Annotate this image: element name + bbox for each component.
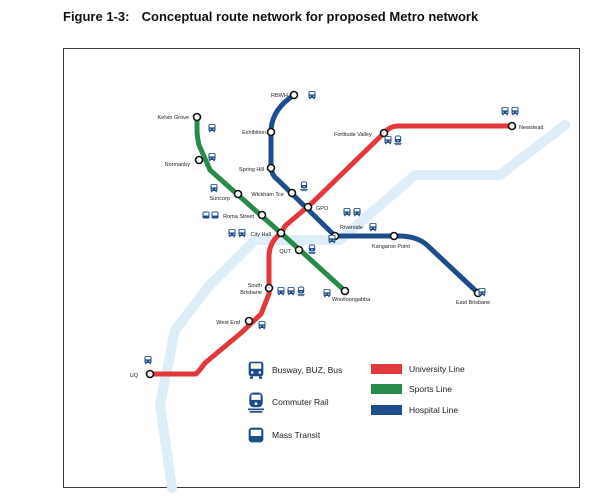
label-suncorp: Suncorp [210, 196, 231, 202]
station-spring-hill [266, 163, 276, 173]
label-south-brisbane-line2: Brisbane [240, 290, 262, 296]
label-normanby: Normanby [165, 162, 191, 168]
label-west-end: West End [216, 320, 240, 326]
station-west-end [244, 316, 254, 326]
bus-icon [353, 208, 361, 217]
station-city-hall [276, 228, 286, 238]
station-newstead [507, 121, 517, 131]
station-wickham-tce [287, 188, 297, 198]
rail-icon [307, 244, 317, 255]
bus-icon [287, 287, 295, 296]
university-line [147, 123, 515, 377]
legend-sports-swatch [371, 384, 402, 394]
label-kangaroo-point: Kangaroo Point [372, 244, 410, 250]
station-gpo [303, 202, 313, 212]
label-city-hall: City Hall [251, 232, 271, 238]
label-south-brisbane-line1: South [248, 283, 262, 289]
legend-bus-icon [248, 361, 264, 379]
legend-mass-transit-label: Mass Transit [272, 430, 321, 440]
legend-university-label: University Line [409, 364, 465, 374]
station-suncorp [233, 189, 243, 199]
bus-icon [308, 91, 316, 100]
bus-icon [144, 356, 152, 365]
sports-line [194, 114, 348, 294]
bus-icon [511, 107, 519, 116]
label-woolloongabba: Woolloongabba [332, 297, 371, 303]
label-east-brisbane: East Brisbane [456, 300, 490, 306]
label-exhibition: Exhibition [242, 130, 266, 136]
label-gpo: GPO [316, 206, 329, 212]
legend-lines: University Line Sports Line Hospital Lin… [371, 364, 465, 415]
bus-icon [369, 223, 377, 232]
bus-icon [277, 287, 285, 296]
label-rbwh: RBWH [271, 93, 288, 99]
station-qut [294, 245, 304, 255]
station-rbwh [289, 90, 299, 100]
hospital-line [268, 92, 481, 296]
legend-modes: Busway, BUZ, Bus Commuter Rail Mass Tran… [247, 361, 342, 443]
rail-icon [296, 286, 306, 297]
station-labels: RBWH Exhibition Kelvin Grove Normanby Sp… [130, 93, 544, 379]
legend-bus-label: Busway, BUZ, Bus [272, 365, 342, 375]
station-mode-icons [144, 91, 519, 365]
bus-icon [478, 288, 486, 297]
legend-university-swatch [371, 364, 402, 374]
station-fortitude-valley [379, 128, 389, 138]
legend-hospital-label: Hospital Line [409, 405, 458, 415]
station-exhibition [266, 127, 276, 137]
label-fortitude-valley: Fortitude Valley [334, 132, 372, 138]
rail-icon [393, 135, 403, 146]
river [155, 120, 570, 493]
station-kelvin-grove [192, 112, 202, 122]
figure-caption: Figure 1-3: Conceptual route network for… [63, 9, 478, 24]
label-spring-hill: Spring Hill [239, 167, 264, 173]
station-south-brisbane [264, 283, 274, 293]
bus-icon [208, 153, 216, 162]
mass-transit-icon [202, 211, 210, 219]
mass-transit-icon [211, 211, 219, 219]
stations [145, 90, 517, 379]
legend-rail-icon [247, 391, 265, 413]
bus-icon [228, 229, 236, 238]
bus-icon [238, 229, 246, 238]
figure-number: Figure 1-3: [63, 9, 130, 24]
bus-icon [258, 321, 266, 330]
rail-icon [299, 181, 309, 192]
bus-icon [208, 124, 216, 133]
label-newstead: Newstead [519, 125, 543, 131]
bus-icon [384, 136, 392, 145]
map-frame [63, 48, 580, 488]
station-woolloongabba [340, 286, 350, 296]
bus-icon [343, 208, 351, 217]
figure-title: Conceptual route network for proposed Me… [141, 9, 479, 24]
bus-icon [328, 235, 336, 244]
station-normanby [194, 155, 204, 165]
label-roma-street: Roma Street [223, 214, 254, 220]
bus-icon [501, 107, 509, 116]
legend-rail-label: Commuter Rail [272, 397, 329, 407]
label-qut: QUT [279, 249, 291, 255]
bus-icon [210, 184, 218, 193]
legend-hospital-swatch [371, 405, 402, 415]
bus-icon [323, 289, 331, 298]
label-uq: UQ [130, 373, 139, 379]
legend-sports-label: Sports Line [409, 384, 452, 394]
legend-mass-transit-icon [248, 427, 264, 443]
label-riverside: Riverside [340, 225, 363, 231]
label-wickham-tce: Wickham Tce [251, 192, 284, 198]
station-roma-street [257, 210, 267, 220]
label-kelvin-grove: Kelvin Grove [158, 115, 190, 121]
station-kangaroo-point [389, 231, 399, 241]
station-uq [145, 369, 155, 379]
